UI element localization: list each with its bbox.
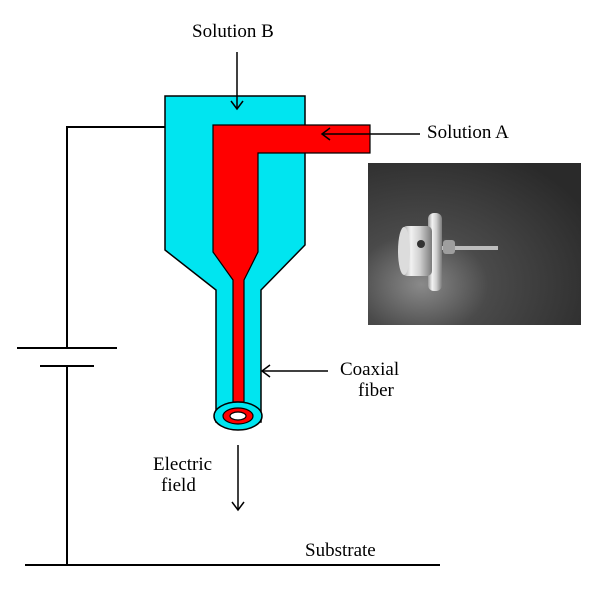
solution-a-label: Solution A bbox=[427, 122, 509, 143]
photo-port bbox=[417, 240, 425, 248]
fiber-label: fiber bbox=[358, 380, 394, 401]
circuit-wiring bbox=[17, 126, 165, 565]
coaxial-label: Coaxial bbox=[340, 359, 400, 380]
photo-body-face bbox=[398, 227, 410, 275]
nozzle-tip-core bbox=[229, 411, 247, 421]
wire-top bbox=[66, 126, 165, 348]
field-label: field bbox=[161, 475, 196, 496]
photo-needle bbox=[440, 246, 498, 250]
solution-b-arrow-head bbox=[230, 100, 244, 111]
substrate-label: Substrate bbox=[305, 540, 376, 561]
electric-label: Electric bbox=[153, 454, 213, 475]
electric-field-arrow-head bbox=[231, 501, 245, 512]
inner-channel bbox=[212, 124, 371, 403]
solution-b-label: Solution B bbox=[192, 21, 274, 42]
photo-body bbox=[402, 226, 432, 276]
spinneret-photo bbox=[368, 163, 581, 325]
arrows bbox=[230, 52, 420, 512]
photo-side-port bbox=[443, 240, 455, 254]
coaxial-fiber-arrow-head bbox=[260, 364, 271, 378]
solution-a-arrow-head bbox=[320, 127, 331, 141]
